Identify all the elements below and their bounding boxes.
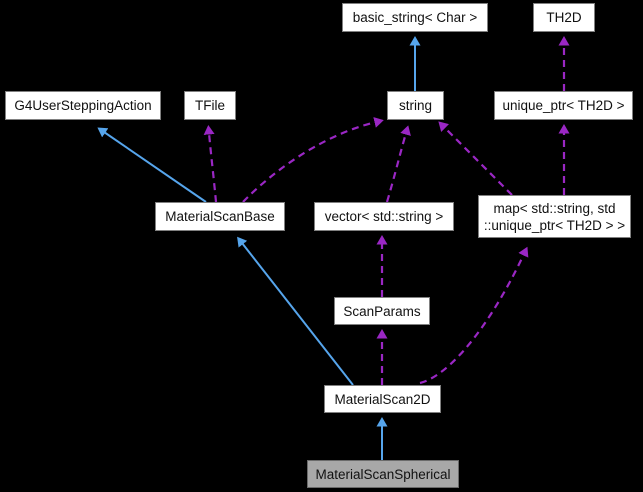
edge-vector-string-to-string xyxy=(385,125,411,203)
class-node-materialscan2d[interactable]: MaterialScan2D xyxy=(324,385,441,413)
class-node-vector_string[interactable]: vector< std::string > xyxy=(314,202,454,231)
class-node-materialscanspherical[interactable]: MaterialScanSpherical xyxy=(307,460,459,488)
edge-materialscanbase-to-string xyxy=(242,117,384,203)
class-node-materialscanbase[interactable]: MaterialScanBase xyxy=(155,202,285,231)
class-node-unique_ptr_th2d[interactable]: unique_ptr< TH2D > xyxy=(494,91,633,120)
edge-map-to-string xyxy=(438,121,513,196)
class-node-scanparams[interactable]: ScanParams xyxy=(334,297,430,325)
edge-materialscanbase-to-tfile xyxy=(203,125,218,203)
class-node-map_string_uptr[interactable]: map< std::string, std ::unique_ptr< TH2D… xyxy=(478,195,631,238)
class-node-th2d[interactable]: TH2D xyxy=(533,3,595,32)
class-node-g4usersteppingaction[interactable]: G4UserSteppingAction xyxy=(5,91,161,120)
edge-materialscanbase-to-g4usersteppingaction xyxy=(97,127,207,203)
class-node-tfile[interactable]: TFile xyxy=(184,91,236,120)
edge-materialscan2d-to-materialscanbase xyxy=(237,236,354,386)
edge-materialscan2d-to-map xyxy=(419,246,529,385)
class-node-string[interactable]: string xyxy=(387,91,444,120)
class-node-basic_string[interactable]: basic_string< Char > xyxy=(342,3,488,32)
